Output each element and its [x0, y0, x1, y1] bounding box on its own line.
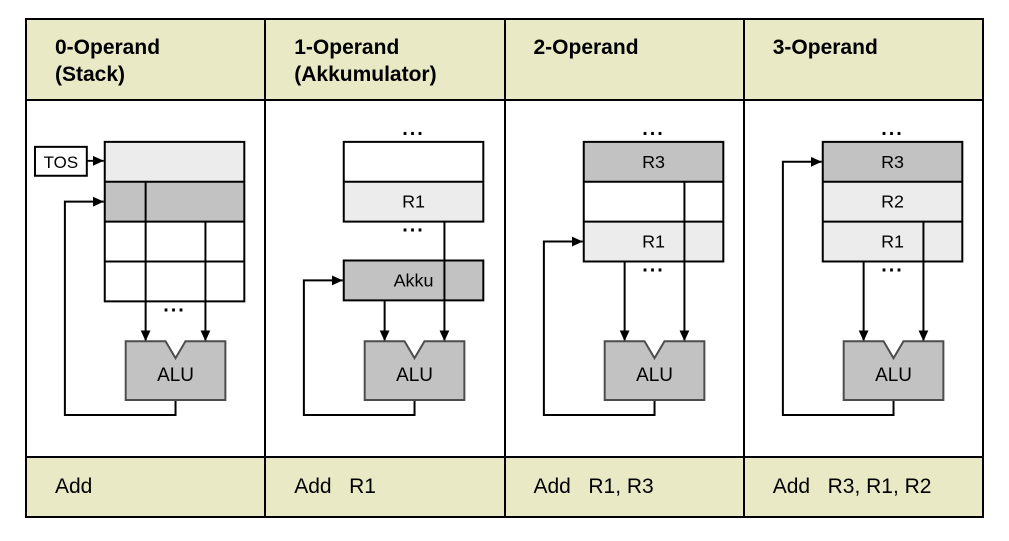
ellipsis-top: ...: [642, 118, 665, 140]
tos-pointer: TOS: [33, 145, 104, 177]
alu-label: ALU: [636, 365, 673, 386]
header-line: (Stack): [55, 63, 126, 86]
instruction-text: Add R3, R1, R2: [772, 474, 932, 498]
register-file: [103, 140, 246, 303]
header-line: 0-Operand: [55, 36, 161, 59]
register-label: R3: [881, 152, 904, 172]
register-label: R3: [642, 152, 665, 172]
register-cell: [583, 141, 723, 182]
column-0-operand: 0-Operand (Stack) ... ALU TOS Add: [27, 20, 265, 516]
alu-label: ALU: [396, 365, 433, 386]
alu: ALU: [124, 340, 227, 402]
register-file-border: [103, 140, 246, 303]
akku-label: Akku: [394, 270, 434, 290]
result-feedback-arrow: [781, 156, 895, 417]
result-feedback-arrow: [303, 275, 416, 417]
column-header: 3-Operand: [744, 20, 982, 102]
register-file-border: [821, 140, 964, 263]
register-cell: [822, 181, 963, 222]
akku-rect: [343, 259, 485, 302]
register-cell: [822, 141, 963, 182]
alu-box: [842, 340, 945, 402]
header-line: 3-Operand: [772, 36, 878, 59]
operand-architecture-table: 0-Operand (Stack) ... ALU TOS Add 1-Operan…: [25, 18, 984, 518]
instruction-cell: Add: [27, 455, 265, 516]
instruction-cell: Add R1, R3: [505, 455, 743, 516]
accumulator-box: [343, 259, 485, 302]
register-label: R1: [642, 232, 665, 252]
instruction-cell: Add R1: [266, 455, 504, 516]
register-cell: [583, 181, 723, 222]
register-cell: [344, 141, 484, 182]
register-cell: [344, 181, 484, 222]
alu-box: [603, 340, 705, 402]
register-cell: [104, 221, 245, 262]
diagram-stack: ... ALU TOS: [27, 101, 265, 456]
register-cell: [822, 221, 963, 262]
register-file: [821, 140, 964, 263]
register-label: R2: [881, 192, 904, 212]
ellipsis-top: ...: [402, 118, 425, 140]
alu-label: ALU: [157, 365, 194, 386]
header-line: 1-Operand: [294, 36, 400, 59]
register-file: [582, 140, 724, 263]
ellipsis-bottom: ...: [642, 254, 665, 276]
register-label: R1: [881, 232, 904, 252]
tos-box: [33, 145, 88, 177]
instruction-text: Add R1, R3: [533, 474, 654, 498]
alu: ALU: [603, 340, 705, 402]
instruction-text: Add: [55, 474, 93, 498]
ellipsis-top: ...: [881, 118, 904, 140]
register-cell: [104, 181, 245, 222]
register-label: R1: [402, 192, 425, 212]
register-file-border: [343, 140, 485, 223]
result-feedback-arrow: [542, 236, 656, 417]
result-feedback-arrow: [63, 196, 177, 417]
register-cell: [583, 221, 723, 262]
tos-label: TOS: [44, 153, 79, 172]
instruction-text: Add R1: [294, 474, 376, 498]
header-line: (Akkumulator): [294, 63, 437, 86]
header-line: 2-Operand: [533, 36, 639, 59]
ellipsis-bottom: ...: [402, 215, 425, 237]
register-file: [343, 140, 485, 223]
column-header: 2-Operand: [505, 20, 743, 102]
register-cell: [104, 141, 245, 182]
column-header: 0-Operand (Stack): [27, 20, 265, 102]
alu-label: ALU: [875, 365, 912, 386]
register-cell: [104, 261, 245, 302]
alu: ALU: [842, 340, 945, 402]
register-file-border: [582, 140, 724, 263]
ellipsis-bottom: ...: [881, 254, 904, 276]
alu: ALU: [363, 340, 466, 402]
ellipsis-bottom: ...: [163, 294, 186, 316]
instruction-cell: Add R3, R1, R2: [744, 455, 982, 516]
stack-diagram-canvas: ... ALU TOS: [33, 140, 246, 417]
alu-box: [124, 340, 227, 402]
column-header: 1-Operand (Akkumulator): [266, 20, 504, 102]
alu-box: [363, 340, 466, 402]
